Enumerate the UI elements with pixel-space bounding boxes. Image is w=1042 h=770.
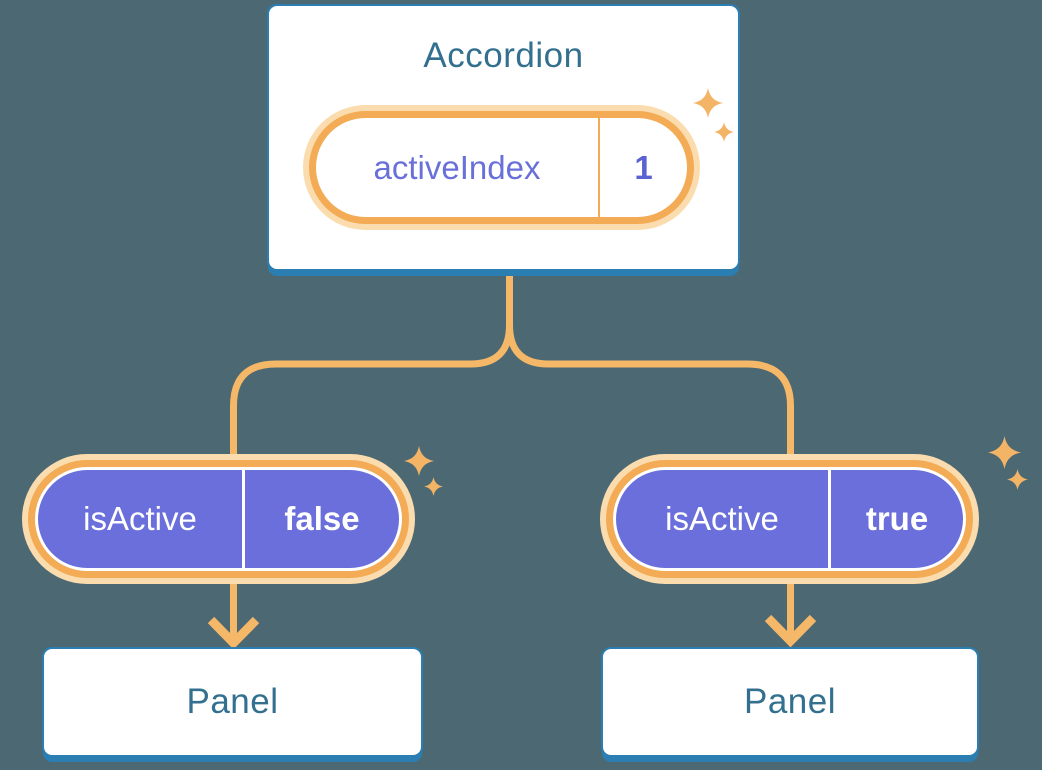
sparkle-icon — [1007, 469, 1028, 490]
sparkle-icon — [693, 88, 723, 118]
state-pill-ring: activeIndex 1 — [309, 111, 694, 224]
prop-pill-isactive-true: isActive true — [600, 454, 979, 584]
sparkle-icon — [424, 477, 443, 496]
state-pill-activeindex: activeIndex 1 — [303, 105, 700, 230]
branch-line-left — [230, 276, 513, 640]
state-pill-value: 1 — [598, 118, 687, 217]
state-pill-label: activeIndex — [373, 148, 541, 186]
panel-card-left: Panel — [42, 647, 423, 757]
panel-title: Panel — [186, 682, 279, 721]
prop-pill-label: isActive — [665, 500, 779, 537]
panel-title: Panel — [743, 682, 837, 721]
arrow-down-icon-left — [207, 616, 260, 650]
accordion-title: Accordion — [423, 36, 584, 75]
sparkle-icon — [714, 122, 734, 142]
prop-pill-ring: isActive true — [606, 460, 973, 578]
prop-pill-isactive-false: isActive false — [22, 454, 415, 584]
arrow-down-icon-right — [764, 614, 817, 648]
sparkle-icon — [404, 446, 434, 476]
branch-line-right — [506, 276, 794, 638]
prop-pill-label: isActive — [83, 500, 197, 537]
prop-pill-value: false — [242, 470, 399, 568]
prop-pill-value: true — [828, 470, 963, 568]
prop-pill-ring: isActive false — [28, 460, 409, 578]
sparkle-icon — [988, 436, 1021, 469]
panel-card-right: Panel — [601, 647, 979, 757]
